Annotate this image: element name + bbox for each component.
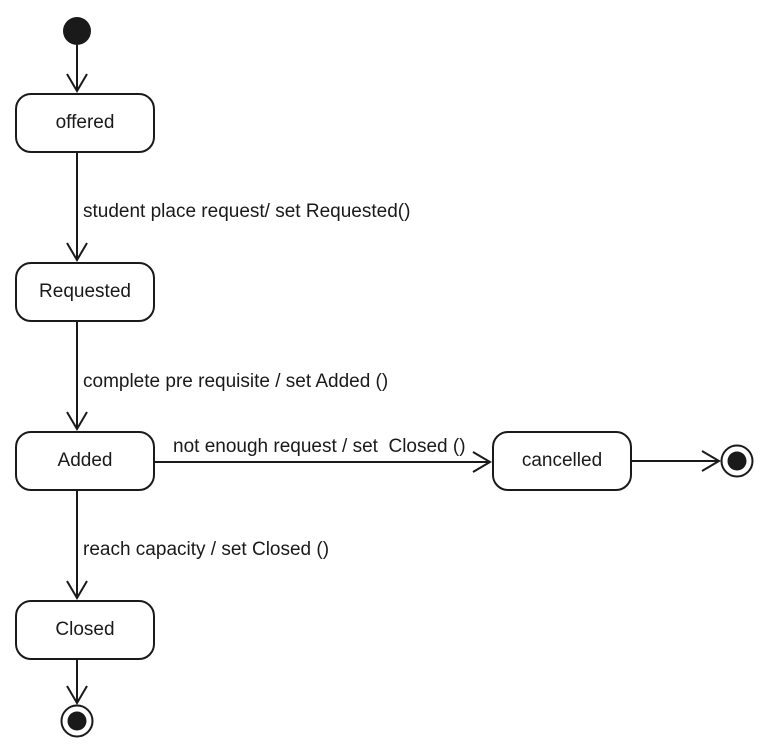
initial-state-icon (63, 17, 91, 45)
arrowhead-into-offered-icon (66, 73, 88, 93)
state-added: Added (15, 431, 155, 491)
state-offered-label: offered (55, 112, 115, 133)
transition-label-requested-added: complete pre requisite / set Added () (83, 371, 389, 392)
arrowhead-into-final-bottom-icon (66, 685, 88, 705)
arrowhead-into-closed-icon (66, 580, 88, 600)
transition-label-offered-requested: student place request/ set Requested() (83, 201, 411, 222)
state-requested: Requested (15, 262, 155, 322)
arrowhead-into-cancelled-icon (472, 451, 492, 473)
transition-label-added-closed: reach capacity / set Closed () (83, 539, 330, 560)
state-cancelled: cancelled (492, 431, 632, 491)
state-closed-label: Closed (55, 619, 115, 640)
state-closed: Closed (15, 600, 155, 660)
arrowhead-into-final-right-icon (701, 450, 721, 472)
arrowhead-into-requested-icon (66, 242, 88, 262)
final-state-bottom-inner-icon (67, 711, 87, 731)
state-offered: offered (15, 93, 155, 153)
state-cancelled-label: cancelled (521, 450, 603, 471)
transition-label-added-cancelled: not enough request / set Closed () (173, 436, 466, 457)
final-state-right-inner-icon (727, 451, 747, 471)
state-requested-label: Requested (39, 281, 131, 302)
state-added-label: Added (57, 450, 113, 471)
arrowhead-into-added-icon (66, 411, 88, 431)
